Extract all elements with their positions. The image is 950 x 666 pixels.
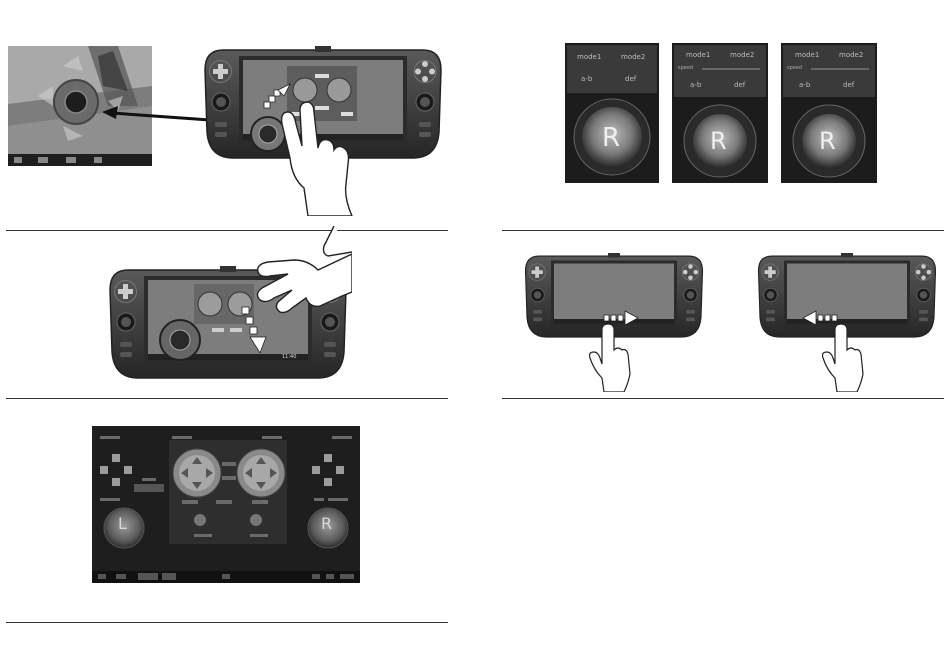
btn-b-label[interactable]: def — [843, 81, 854, 89]
left-stick-label: L — [118, 514, 127, 533]
btn-a-label[interactable]: a-b — [690, 81, 701, 89]
r-letter: R — [602, 123, 620, 153]
speed-label: speed — [787, 65, 802, 71]
btn-b-label[interactable]: def — [625, 75, 636, 83]
mode1-label[interactable]: mode1 — [577, 53, 601, 61]
divider-left-2 — [6, 398, 448, 399]
speed-slider[interactable] — [702, 68, 760, 70]
btn-b-label[interactable]: def — [734, 81, 745, 89]
hand-icon — [584, 322, 636, 392]
right-stick-label: R — [321, 514, 332, 533]
hand-icon — [268, 98, 362, 216]
divider-right-2 — [502, 398, 944, 399]
mode1-label[interactable]: mode1 — [686, 51, 710, 59]
mode2-label[interactable]: mode2 — [730, 51, 754, 59]
hand-icon — [817, 322, 869, 392]
status-clock: 11:40 — [282, 354, 296, 360]
speed-slider[interactable] — [811, 68, 869, 70]
divider-right-1 — [502, 230, 944, 231]
mode1-label[interactable]: mode1 — [795, 51, 819, 59]
speed-label: speed — [678, 65, 693, 71]
divider-left-1 — [6, 230, 448, 231]
r-stick-panel-3: mode1 mode2 speed a-b def R — [781, 43, 877, 183]
mode2-label[interactable]: mode2 — [839, 51, 863, 59]
controller-layout-screen — [92, 426, 360, 583]
btn-a-label[interactable]: a-b — [799, 81, 810, 89]
btn-a-label[interactable]: a-b — [581, 75, 592, 83]
mode2-label[interactable]: mode2 — [621, 53, 645, 61]
divider-left-3 — [6, 622, 448, 623]
r-stick-panel-2: mode1 mode2 speed a-b def R — [672, 43, 768, 183]
hand-icon — [248, 226, 352, 322]
r-letter: R — [710, 127, 727, 155]
r-stick-panel-1: mode1 mode2 a-b def R — [565, 43, 659, 183]
r-letter: R — [819, 127, 836, 155]
